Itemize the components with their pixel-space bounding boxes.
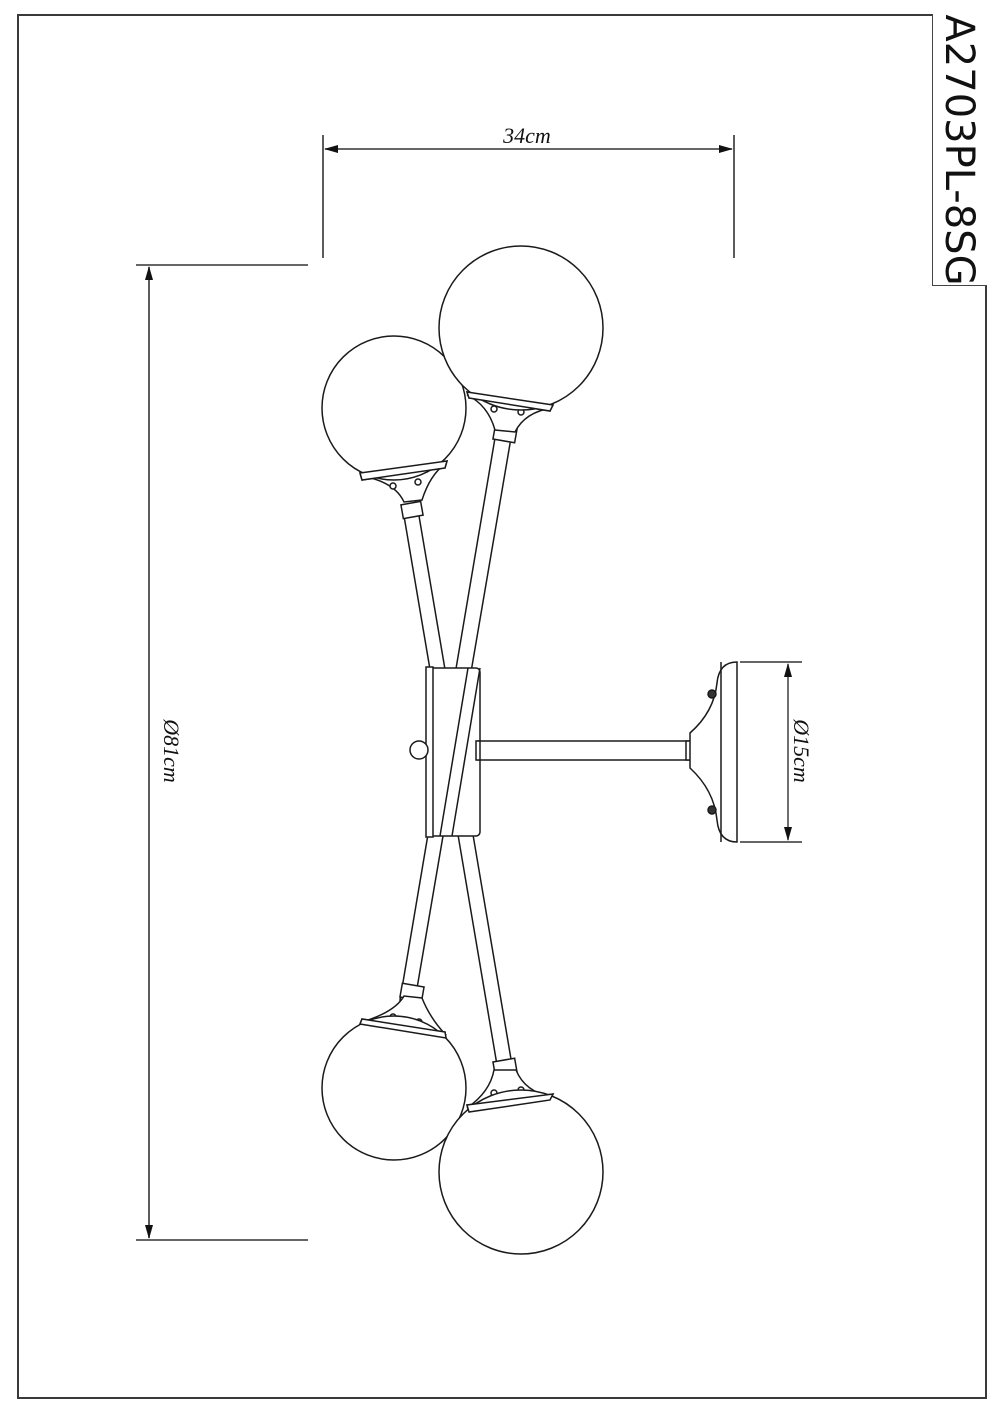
flange-bottom-left	[358, 1018, 447, 1039]
drawing-frame	[17, 14, 987, 1399]
canopy-dimension	[740, 661, 802, 843]
center-mount	[409, 666, 481, 838]
width-dimension	[322, 135, 735, 258]
stem	[475, 740, 692, 761]
title-block	[932, 14, 987, 286]
globe-top-left	[321, 335, 467, 481]
flange-bottom-right	[466, 1093, 555, 1113]
globe-top-right	[438, 245, 604, 411]
flange-top-left	[359, 460, 449, 481]
canopy-dimension-label: Ø15cm	[789, 719, 814, 783]
height-dimension	[136, 264, 308, 1241]
width-dimension-label: 34cm	[503, 123, 551, 148]
globe-bottom-left	[321, 1015, 467, 1161]
canopy	[689, 661, 738, 843]
height-dimension-label: Ø81cm	[159, 719, 184, 783]
globe-bottom-right	[438, 1089, 604, 1255]
flange-top-right	[465, 391, 555, 412]
